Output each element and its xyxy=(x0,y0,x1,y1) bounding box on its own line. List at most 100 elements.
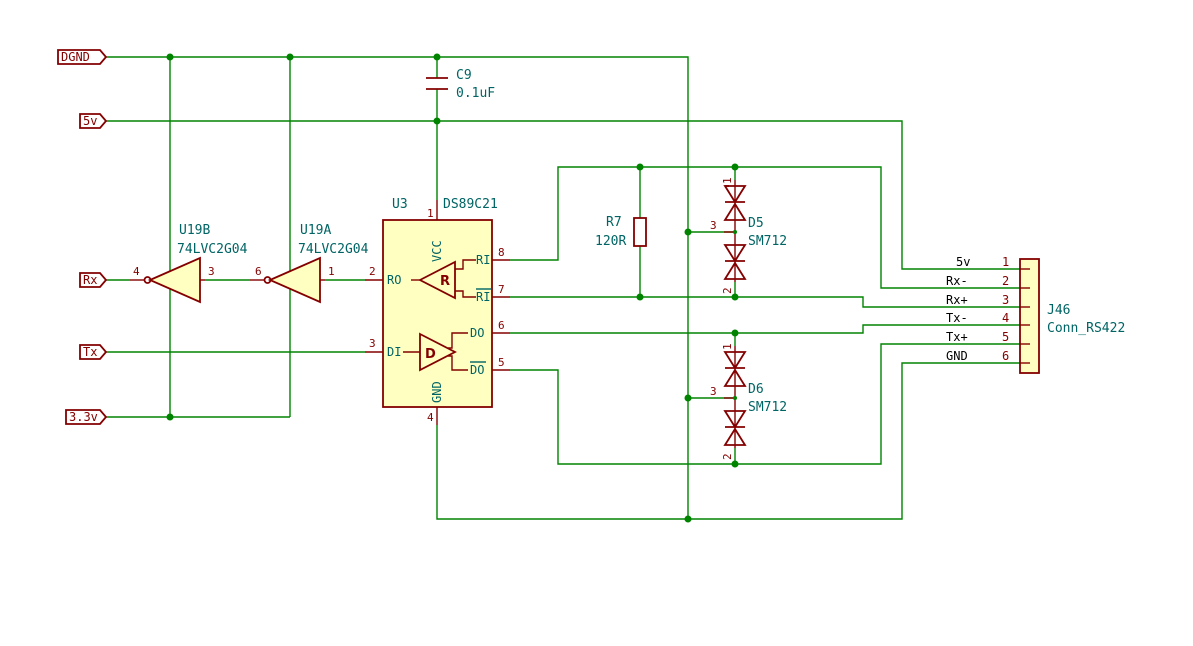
wire-ri-rxminus xyxy=(510,166,1020,289)
u3-driver-block: D xyxy=(403,332,468,372)
u3-ro-num: 2 xyxy=(369,265,376,278)
net-label-rx-text: Rx xyxy=(83,273,97,287)
junction-dot xyxy=(166,53,174,61)
junctions xyxy=(166,53,739,523)
d5-pin2: 2 xyxy=(721,287,734,294)
j46-pin-3-num: 3 xyxy=(1002,293,1009,307)
j46-pin-4-net: Tx- xyxy=(946,311,968,325)
u19b-ref: U19B xyxy=(179,223,210,238)
net-label-3v3-text: 3.3v xyxy=(69,410,98,424)
u3-pin-vcc-num: 1 xyxy=(427,207,434,220)
u3-ro-label: RO xyxy=(387,273,401,287)
j46-pin-1-num: 1 xyxy=(1002,255,1009,269)
junction-dot xyxy=(636,163,644,171)
u3-do-num: 6 xyxy=(498,319,505,332)
connector-j46[interactable]: 1 2 3 4 5 6 5v Rx- Rx+ Tx- Tx+ GND J46 C… xyxy=(946,255,1125,374)
u3-ri-num: 8 xyxy=(498,246,505,259)
u19b-value: 74LVC2G04 xyxy=(177,242,248,257)
tvs-diode-d6[interactable]: 1 2 3 D6 SM712 xyxy=(710,343,787,460)
junction-dot xyxy=(286,53,294,61)
junction-dot xyxy=(166,413,174,421)
net-label-tx[interactable]: Tx xyxy=(79,344,108,360)
junction-dot xyxy=(636,293,644,301)
wire-do-txminus xyxy=(510,324,1020,334)
u19b-pin-in: 4 xyxy=(133,265,140,278)
u3-di-label: DI xyxy=(387,345,401,359)
j46-pin-1-net: 5v xyxy=(956,255,970,269)
c9-value: 0.1uF xyxy=(456,86,495,101)
wire-rin-rxplus xyxy=(510,296,1020,308)
j46-body xyxy=(1019,258,1040,374)
u3-ref: U3 xyxy=(392,197,408,212)
u3-body xyxy=(382,219,493,408)
u3-ri-label: RI xyxy=(476,253,490,267)
transceiver-u3[interactable]: U3 DS89C21 1 4 VCC GND RO 2 DI 3 RI 8 RI… xyxy=(365,197,510,425)
u3-do-n-label: DO xyxy=(470,363,484,377)
u19a-pin-out: 1 xyxy=(328,265,335,278)
junction-dot xyxy=(433,117,441,125)
u19a-pin-in: 6 xyxy=(255,265,262,278)
net-label-dgnd-text: DGND xyxy=(61,50,90,64)
junction-dot xyxy=(684,515,692,523)
u3-do-n-num: 5 xyxy=(498,356,505,369)
junction-dot xyxy=(731,293,739,301)
junction-dot xyxy=(731,329,739,337)
u19b-pin-out: 3 xyxy=(208,265,215,278)
u3-di-num: 3 xyxy=(369,337,376,350)
j46-pin-6-net: GND xyxy=(946,349,968,363)
u3-ri-n-label: RI xyxy=(476,290,490,304)
r7-value: 120R xyxy=(595,234,626,249)
u3-pin-gnd-num: 4 xyxy=(427,411,434,424)
u19a-value: 74LVC2G04 xyxy=(298,242,369,257)
j46-pin-3-net: Rx+ xyxy=(946,293,968,307)
u19a-ref: U19A xyxy=(300,223,331,238)
j46-pin-6-num: 6 xyxy=(1002,349,1009,363)
u3-driver-letter: D xyxy=(425,347,436,362)
d6-value: SM712 xyxy=(748,400,787,415)
u3-receiver-letter: R xyxy=(440,274,450,289)
junction-dot xyxy=(731,460,739,468)
wire-dgnd-rail xyxy=(106,56,689,519)
wire-don-txplus xyxy=(510,343,1020,465)
inverter-u19b[interactable]: 4 3 U19B 74LVC2G04 xyxy=(130,223,248,304)
r7-ref: R7 xyxy=(606,215,622,230)
junction-dot xyxy=(433,53,441,61)
wires xyxy=(106,56,1020,520)
net-label-tx-text: Tx xyxy=(83,345,97,359)
inverter-u19a[interactable]: 6 1 U19A 74LVC2G04 xyxy=(250,223,369,304)
u3-gnd-label: GND xyxy=(430,381,444,403)
j46-pin-4-num: 4 xyxy=(1002,311,1009,325)
net-label-5v[interactable]: 5v xyxy=(79,113,108,129)
d5-pin1: 1 xyxy=(721,177,734,184)
tvs-diode-d5[interactable]: 1 2 3 D5 SM712 xyxy=(710,177,787,294)
net-label-5v-text: 5v xyxy=(83,114,97,128)
net-label-rx[interactable]: Rx xyxy=(79,272,108,288)
wire-5v-rail xyxy=(106,120,1020,270)
d6-ref: D6 xyxy=(748,382,764,397)
d6-pin3: 3 xyxy=(710,385,717,398)
d6-pin1: 1 xyxy=(721,343,734,350)
d5-ref: D5 xyxy=(748,216,764,231)
c9-ref: C9 xyxy=(456,68,472,83)
d5-pin3: 3 xyxy=(710,219,717,232)
wire-gnd-return xyxy=(436,362,1020,520)
u3-do-label: DO xyxy=(470,326,484,340)
junction-dot xyxy=(731,163,739,171)
u3-vcc-label: VCC xyxy=(430,240,444,262)
j46-pin-5-num: 5 xyxy=(1002,330,1009,344)
net-label-dgnd[interactable]: DGND xyxy=(57,49,108,65)
j46-pin-2-num: 2 xyxy=(1002,274,1009,288)
net-label-3v3[interactable]: 3.3v xyxy=(65,409,108,425)
d6-pin2: 2 xyxy=(721,453,734,460)
u3-receiver-block: R xyxy=(411,259,476,300)
j46-pin-5-net: Tx+ xyxy=(946,330,968,344)
j46-ref: J46 xyxy=(1047,303,1070,318)
junction-dot xyxy=(684,394,692,402)
resistor-r7[interactable]: R7 120R xyxy=(595,215,647,249)
junction-dot xyxy=(684,228,692,236)
d5-value: SM712 xyxy=(748,234,787,249)
j46-pin-2-net: Rx- xyxy=(946,274,968,288)
j46-value: Conn_RS422 xyxy=(1047,321,1125,336)
capacitor-c9[interactable]: C9 0.1uF xyxy=(426,68,495,101)
